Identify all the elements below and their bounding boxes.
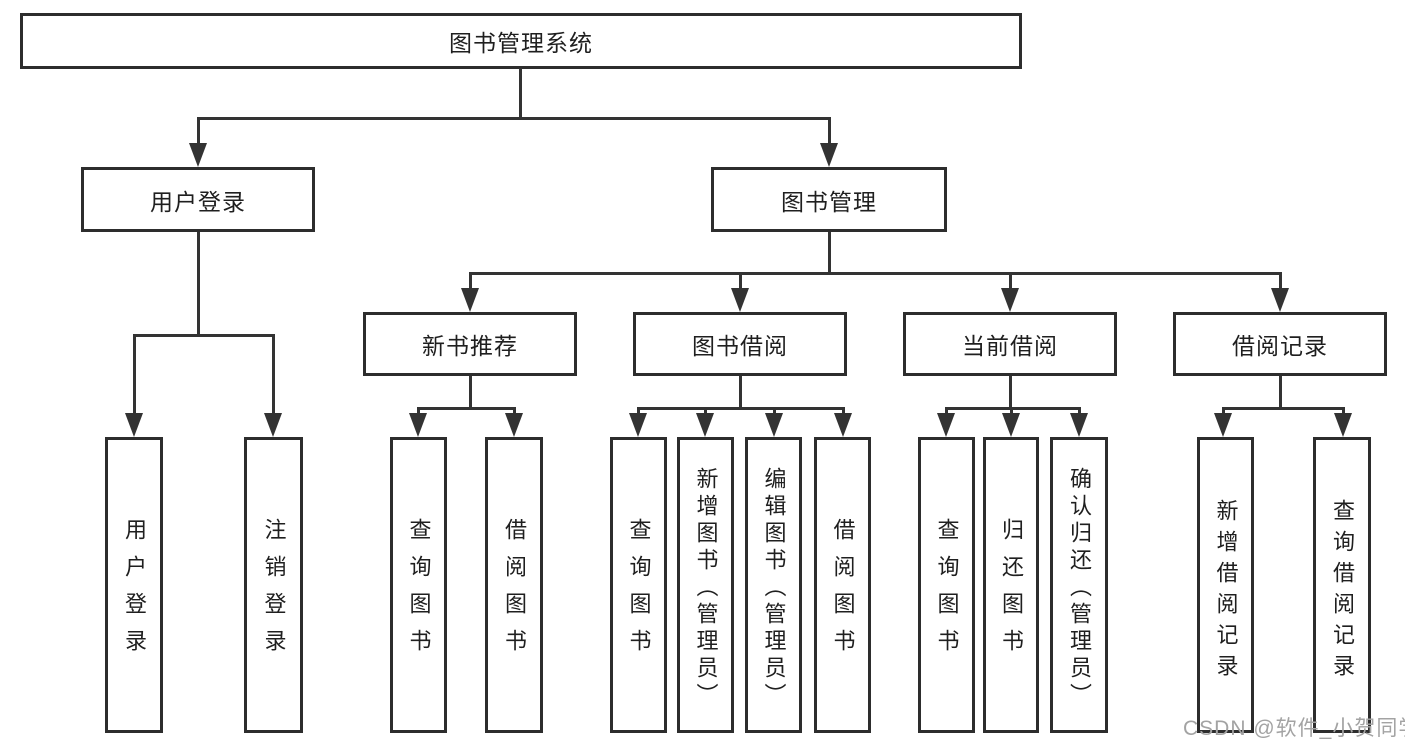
edge-line: [637, 407, 845, 410]
leaf-logout: 注销登录: [244, 437, 303, 733]
node-user-login: 用户登录: [81, 167, 315, 232]
arrow-down-icon: [629, 413, 647, 437]
arrow-down-icon: [1271, 288, 1289, 312]
arrow-down-icon: [1001, 288, 1019, 312]
edge-line: [417, 407, 420, 415]
edge-line: [1279, 272, 1282, 290]
leaf-add-borrow-record: 新增借阅记录: [1197, 437, 1254, 733]
edge-line: [519, 68, 522, 118]
leaf-borrow-books: 借阅图书: [485, 437, 543, 733]
edge-line: [197, 117, 830, 120]
arrow-down-icon: [461, 288, 479, 312]
node-current-borrow: 当前借阅: [903, 312, 1117, 376]
leaf-query-books: 查询图书: [390, 437, 447, 733]
edge-line: [773, 407, 776, 415]
edge-line: [1222, 407, 1345, 410]
edge-line: [945, 407, 948, 415]
arrow-down-icon: [125, 413, 143, 437]
edge-line: [197, 232, 200, 336]
edge-line: [417, 407, 516, 410]
edge-line: [272, 334, 275, 415]
edge-line: [1010, 407, 1013, 415]
arrow-down-icon: [1070, 413, 1088, 437]
edge-line: [739, 376, 742, 409]
arrow-down-icon: [409, 413, 427, 437]
arrow-down-icon: [505, 413, 523, 437]
node-book-management: 图书管理: [711, 167, 947, 232]
arrow-down-icon: [264, 413, 282, 437]
edge-line: [469, 272, 472, 290]
edge-line: [469, 272, 1282, 275]
edge-line: [945, 407, 1081, 410]
edge-line: [133, 334, 136, 415]
node-borrow-records: 借阅记录: [1173, 312, 1387, 376]
edge-line: [828, 232, 831, 274]
edge-line: [1078, 407, 1081, 415]
edge-line: [1009, 272, 1012, 290]
node-root: 图书管理系统: [20, 13, 1022, 69]
edge-line: [133, 334, 275, 337]
edge-line: [739, 272, 742, 290]
edge-line: [637, 407, 640, 415]
edge-line: [1279, 376, 1282, 409]
node-book-borrow: 图书借阅: [633, 312, 847, 376]
edge-line: [842, 407, 845, 415]
leaf-add-books-admin: 新增图书（管理员）: [677, 437, 734, 733]
leaf-return-books: 归还图书: [983, 437, 1039, 733]
edge-line: [513, 407, 516, 415]
arrow-down-icon: [696, 413, 714, 437]
csdn-watermark: CSDN @软件_小贺同学: [1183, 717, 1405, 740]
leaf-query-books: 查询图书: [918, 437, 975, 733]
leaf-query-books: 查询图书: [610, 437, 667, 733]
edge-line: [469, 376, 472, 409]
edge-line: [1009, 376, 1012, 409]
edge-line: [828, 117, 831, 145]
edge-line: [704, 407, 707, 415]
arrow-down-icon: [1334, 413, 1352, 437]
arrow-down-icon: [731, 288, 749, 312]
leaf-confirm-return-admin: 确认归还（管理员）: [1050, 437, 1108, 733]
leaf-user-login: 用户登录: [105, 437, 163, 733]
node-new-book-recommend: 新书推荐: [363, 312, 577, 376]
arrow-down-icon: [189, 143, 207, 167]
leaf-borrow-books: 借阅图书: [814, 437, 871, 733]
arrow-down-icon: [834, 413, 852, 437]
arrow-down-icon: [820, 143, 838, 167]
leaf-query-borrow-record: 查询借阅记录: [1313, 437, 1371, 733]
edge-line: [197, 117, 200, 145]
arrow-down-icon: [765, 413, 783, 437]
edge-line: [1222, 407, 1225, 415]
arrow-down-icon: [937, 413, 955, 437]
leaf-edit-books-admin: 编辑图书（管理员）: [745, 437, 802, 733]
arrow-down-icon: [1214, 413, 1232, 437]
edge-line: [1342, 407, 1345, 415]
arrow-down-icon: [1002, 413, 1020, 437]
